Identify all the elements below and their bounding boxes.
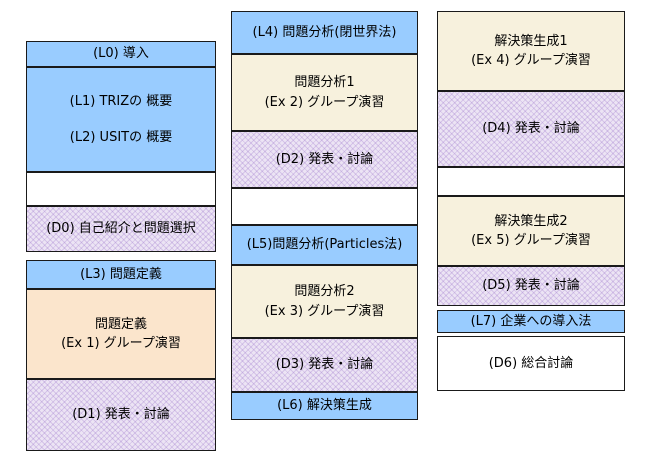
exercise-ex2-title: 問題分析1	[294, 75, 355, 90]
discussion-d0-box: (D0) 自己紹介と問題選択	[26, 206, 216, 252]
discussion-d6-box: (D6) 総合討論	[437, 336, 625, 391]
discussion-d3-label: (D3) 発表・討論	[275, 357, 374, 373]
lecture-l5-box: (L5)問題分析(Particles法)	[231, 225, 418, 265]
exercise-ex1-title: 問題定義	[94, 316, 147, 332]
lecture-l7-box: (L7) 企業への導入法	[437, 310, 625, 333]
exercise-ex3-subtitle: (Ex 3) グループ演習	[264, 303, 385, 319]
discussion-d6-label: (D6) 総合討論	[488, 355, 574, 371]
lecture-l0-box: (L0) 導入	[26, 41, 216, 67]
exercise-ex5-title: 解決策生成2	[494, 213, 568, 229]
lecture-l2-label: (L2) USITの 概要	[69, 129, 173, 145]
exercise-ex5-box: 解決策生成2 (Ex 5) グループ演習	[437, 196, 625, 266]
exercise-ex4-title: 解決策生成1	[494, 33, 568, 49]
lecture-l0-label: (L0) 導入	[93, 46, 149, 62]
discussion-d4-box: (D4) 発表・討論	[437, 91, 625, 167]
blank-slot	[26, 172, 216, 206]
exercise-ex1-box: 問題定義 (Ex 1) グループ演習	[26, 289, 216, 379]
lecture-l4-box: (L4) 問題分析(閉世界法)	[231, 11, 418, 54]
lecture-l7-label: (L7) 企業への導入法	[470, 313, 592, 329]
discussion-d2-label: (D2) 発表・討論	[275, 151, 374, 167]
discussion-d2-box: (D2) 発表・討論	[231, 131, 418, 188]
exercise-ex4-subtitle: (Ex 4) グループ演習	[471, 53, 591, 68]
lecture-l6-label: (L6) 解決策生成	[277, 398, 372, 414]
exercise-ex1-subtitle: (Ex 1) グループ演習	[61, 336, 181, 351]
discussion-d5-box: (D5) 発表・討論	[437, 266, 625, 306]
exercise-ex2-subtitle: (Ex 2) グループ演習	[264, 94, 385, 110]
discussion-d4-label: (D4) 発表・討論	[482, 121, 580, 137]
discussion-d5-label: (D5) 発表・討論	[482, 278, 580, 294]
discussion-d0-label: (D0) 自己紹介と問題選択	[46, 221, 196, 237]
blank-slot	[437, 167, 625, 196]
exercise-ex2-box: 問題分析1 (Ex 2) グループ演習	[231, 54, 418, 131]
exercise-ex5-subtitle: (Ex 5) グループ演習	[471, 233, 591, 248]
discussion-d1-box: (D1) 発表・討論	[26, 379, 216, 451]
lecture-l4-label: (L4) 問題分析(閉世界法)	[252, 24, 397, 40]
discussion-d1-label: (D1) 発表・討論	[72, 407, 170, 423]
exercise-ex3-title: 問題分析2	[294, 284, 355, 299]
discussion-d3-box: (D3) 発表・討論	[231, 338, 418, 392]
blank-slot	[231, 188, 418, 225]
lecture-l5-label: (L5)問題分析(Particles法)	[246, 237, 403, 253]
lecture-l6-box: (L6) 解決策生成	[231, 392, 418, 420]
lecture-l1-l2-box: (L1) TRIZの 概要 (L2) USITの 概要	[26, 67, 216, 172]
lecture-l3-box: (L3) 問題定義	[26, 260, 216, 289]
lecture-l3-label: (L3) 問題定義	[80, 266, 162, 282]
lecture-l1-label: (L1) TRIZの 概要	[69, 94, 173, 109]
exercise-ex4-box: 解決策生成1 (Ex 4) グループ演習	[437, 11, 625, 91]
exercise-ex3-box: 問題分析2 (Ex 3) グループ演習	[231, 265, 418, 338]
